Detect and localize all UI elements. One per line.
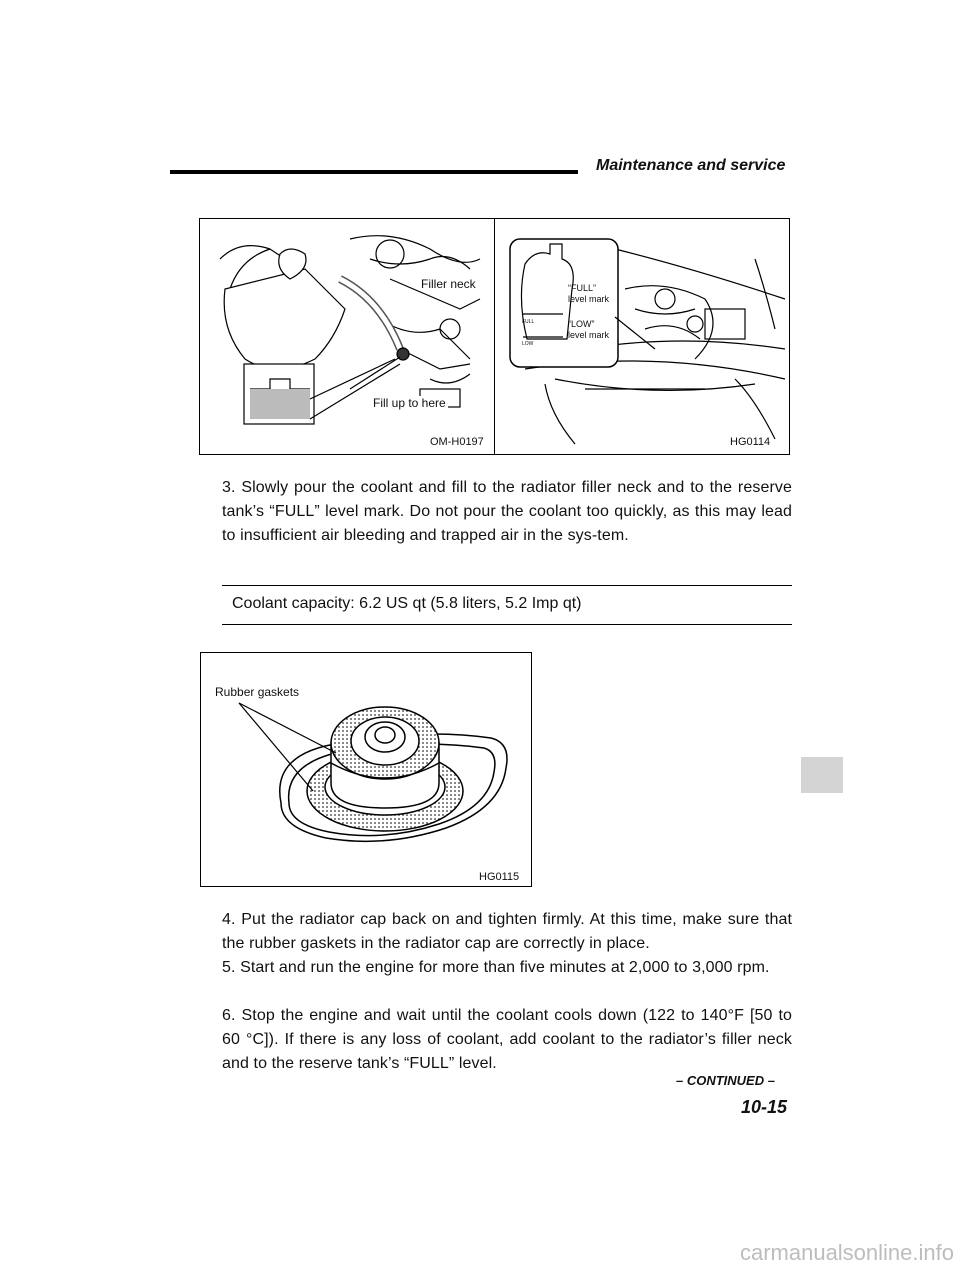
tank-low-marking: LOW xyxy=(522,341,534,347)
low-mark-label-line1: “LOW” xyxy=(568,319,595,329)
spec-rule-top xyxy=(222,585,792,586)
spec-rule-bottom xyxy=(222,624,792,625)
figure-code-right: HG0114 xyxy=(730,436,771,448)
section-title: Maintenance and service xyxy=(596,157,786,174)
low-mark-label-line2: level mark xyxy=(568,330,610,340)
page-number: 10-15 xyxy=(741,1097,788,1117)
figure-divider xyxy=(494,219,495,454)
full-mark-label-line1: “FULL” xyxy=(568,283,597,293)
continued-marker: – CONTINUED – xyxy=(676,1073,775,1088)
step-6-paragraph: 6. Stop the engine and wait until the co… xyxy=(222,1007,792,1072)
rubber-gaskets-label: Rubber gaskets xyxy=(213,685,302,699)
step-4-paragraph: 4. Put the radiator cap back on and tigh… xyxy=(222,911,792,952)
section-thumb-tab xyxy=(801,757,843,793)
filler-neck-label: Filler neck xyxy=(419,277,478,291)
radiator-cap-figure: Rubber gaskets HG0115 xyxy=(200,652,532,887)
pouring-coolant-illustration xyxy=(219,235,481,425)
full-mark-label: “FULL” level mark xyxy=(568,283,609,305)
step-3-paragraph: 3. Slowly pour the coolant and fill to t… xyxy=(222,479,792,544)
full-mark-label-line2: level mark xyxy=(568,294,610,304)
low-mark-label: “LOW” level mark xyxy=(568,319,609,341)
coolant-fill-figure: Filler neck Fill up to here OM-H0197 “FU… xyxy=(199,218,790,455)
figure-code-left: OM-H0197 xyxy=(430,436,484,448)
tank-full-marking: FULL xyxy=(522,319,535,325)
fill-up-to-here-label: Fill up to here xyxy=(371,396,448,410)
coolant-capacity-spec: Coolant capacity: 6.2 US qt (5.8 liters,… xyxy=(232,595,582,612)
radiator-cap-illustration xyxy=(238,702,508,843)
figure-code-cap: HG0115 xyxy=(479,871,520,883)
reserve-tank-illustration xyxy=(509,238,786,445)
header-rule xyxy=(170,170,578,174)
watermark: carmanualsonline.info xyxy=(739,1240,954,1265)
step-5-paragraph: 5. Start and run the engine for more tha… xyxy=(222,959,770,976)
